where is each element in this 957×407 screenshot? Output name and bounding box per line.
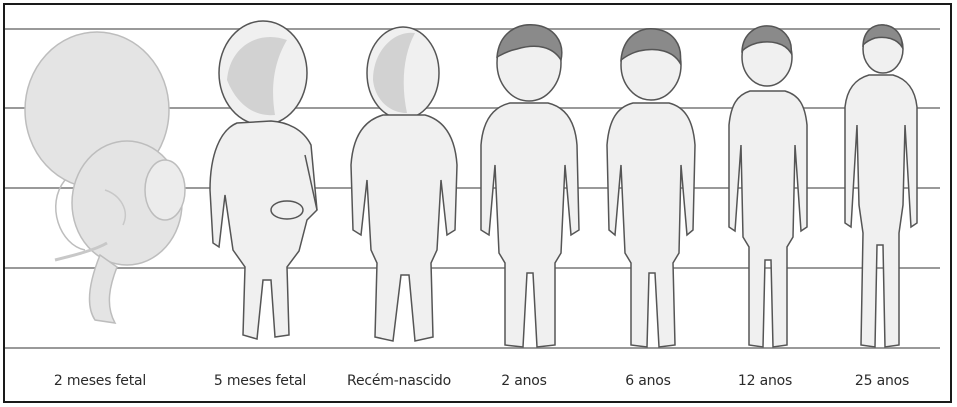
label-age-12: 12 anos	[700, 373, 830, 389]
figure-age-12	[729, 26, 807, 347]
label-age-2: 2 anos	[459, 373, 589, 389]
figure-age-2	[481, 25, 579, 347]
label-fetal-5-months: 5 meses fetal	[195, 373, 325, 389]
stage-labels: 2 meses fetal 5 meses fetal Recém-nascid…	[5, 373, 950, 403]
label-fetal-2-months: 2 meses fetal	[35, 373, 165, 389]
diagram-frame: 2 meses fetal 5 meses fetal Recém-nascid…	[3, 3, 952, 403]
figure-age-25	[845, 25, 917, 347]
figure-fetal-5-months	[210, 21, 317, 339]
label-newborn: Recém-nascido	[334, 373, 464, 389]
figure-newborn	[351, 27, 457, 341]
label-age-25: 25 anos	[817, 373, 947, 389]
growth-proportions-illustration	[5, 5, 950, 401]
label-age-6: 6 anos	[583, 373, 713, 389]
figure-fetal-2-months	[25, 32, 185, 323]
